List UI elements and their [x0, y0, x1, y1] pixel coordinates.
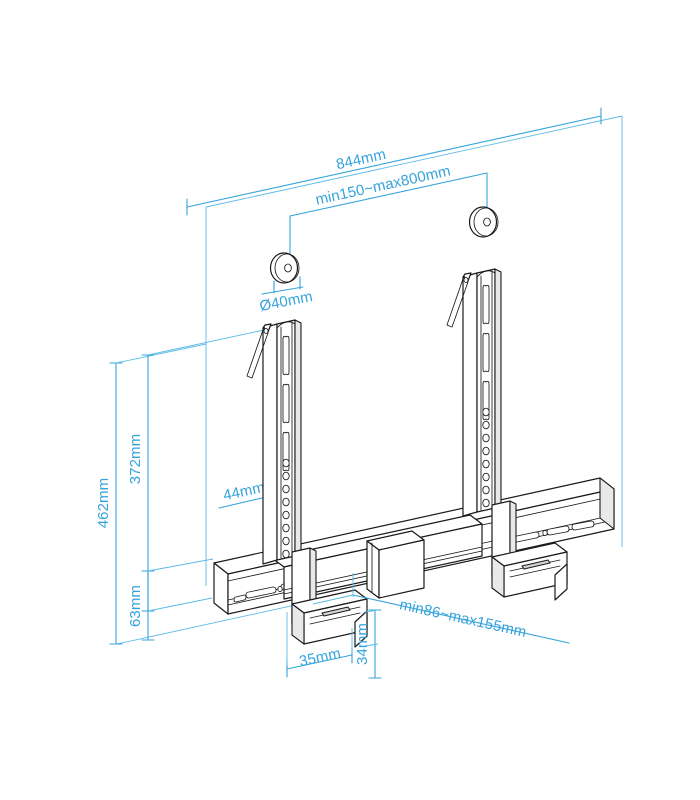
- overall-height-ext-top: [115, 343, 207, 364]
- arm-right-top-round: [476, 270, 496, 278]
- disc-diameter-label: Ø40mm: [258, 288, 314, 315]
- disc-dia-line: [261, 286, 304, 295]
- rail-height-label: 63mm: [127, 585, 144, 627]
- foot-left-tray-slot: [321, 606, 351, 617]
- arm-right-back-flange: [462, 272, 478, 517]
- foot-right-tray-slot: [521, 559, 551, 570]
- dim-foot-height: 34mm: [354, 609, 382, 679]
- arm-left-side-face: [294, 319, 302, 560]
- arm-right-slot-group: [482, 284, 490, 421]
- foot-bracket-right: [491, 500, 568, 601]
- arm-width-label: 44mm: [222, 479, 267, 504]
- foot-depth-line: [286, 654, 353, 670]
- dim-arm-height: 372mm: [127, 329, 265, 612]
- center-plate-front: [378, 539, 425, 599]
- foot-right-tray-2: [509, 565, 561, 578]
- foot-left-endcap: [354, 610, 368, 648]
- rail-right-cap: [599, 477, 615, 530]
- dim-rail-height: 63mm: [127, 558, 214, 641]
- spacer-disc-right: [468, 206, 499, 238]
- foot-left-tray-2: [309, 612, 361, 625]
- foot-right-endcap: [554, 563, 568, 601]
- overall-height-label: 462mm: [95, 478, 112, 529]
- overall-width-line: [186, 115, 602, 208]
- center-plate: [366, 530, 425, 599]
- rail-height-ext-top: [147, 558, 214, 572]
- vertical-arm-right: [446, 268, 502, 517]
- depth-range-line: [352, 594, 570, 644]
- dim-overall-width: 844mm: [186, 107, 602, 216]
- arm-height-label: 372mm: [127, 434, 144, 485]
- arm-left-top-round: [276, 321, 296, 329]
- spacer-disc-left: [269, 252, 300, 284]
- center-plate-side: [366, 540, 380, 599]
- dim-mount-spacing: min150~max800mm: [289, 163, 488, 259]
- arm-left-slot-group: [282, 335, 290, 472]
- arm-left-hole-column: [282, 458, 290, 559]
- arm-right-side-face: [494, 268, 502, 512]
- foot-right-arm-side: [491, 556, 505, 598]
- mount-spacing-line: [289, 172, 488, 217]
- arm-left-tab-hole: [263, 328, 269, 334]
- vertical-arm-left: [246, 319, 302, 565]
- depth-range-ext: [312, 594, 354, 605]
- frame-top-edge: [205, 115, 623, 208]
- foot-height-ext-bottom: [364, 643, 379, 647]
- dim-overall-height: 462mm: [95, 343, 207, 645]
- arm-right-hole-column: [482, 407, 490, 508]
- arm-height-ext-top: [147, 329, 265, 356]
- foot-depth-label: 35mm: [298, 645, 343, 670]
- arm-height-ext-bottom: [147, 597, 213, 612]
- foot-left-arm-side: [291, 603, 305, 645]
- arm-left-back-flange: [262, 323, 278, 565]
- foot-height-ext-top: [364, 609, 379, 613]
- arm-right-tab-hole: [463, 277, 469, 283]
- foot-height-label: 34mm: [354, 623, 371, 665]
- depth-range-label: min86~max155mm: [398, 596, 528, 641]
